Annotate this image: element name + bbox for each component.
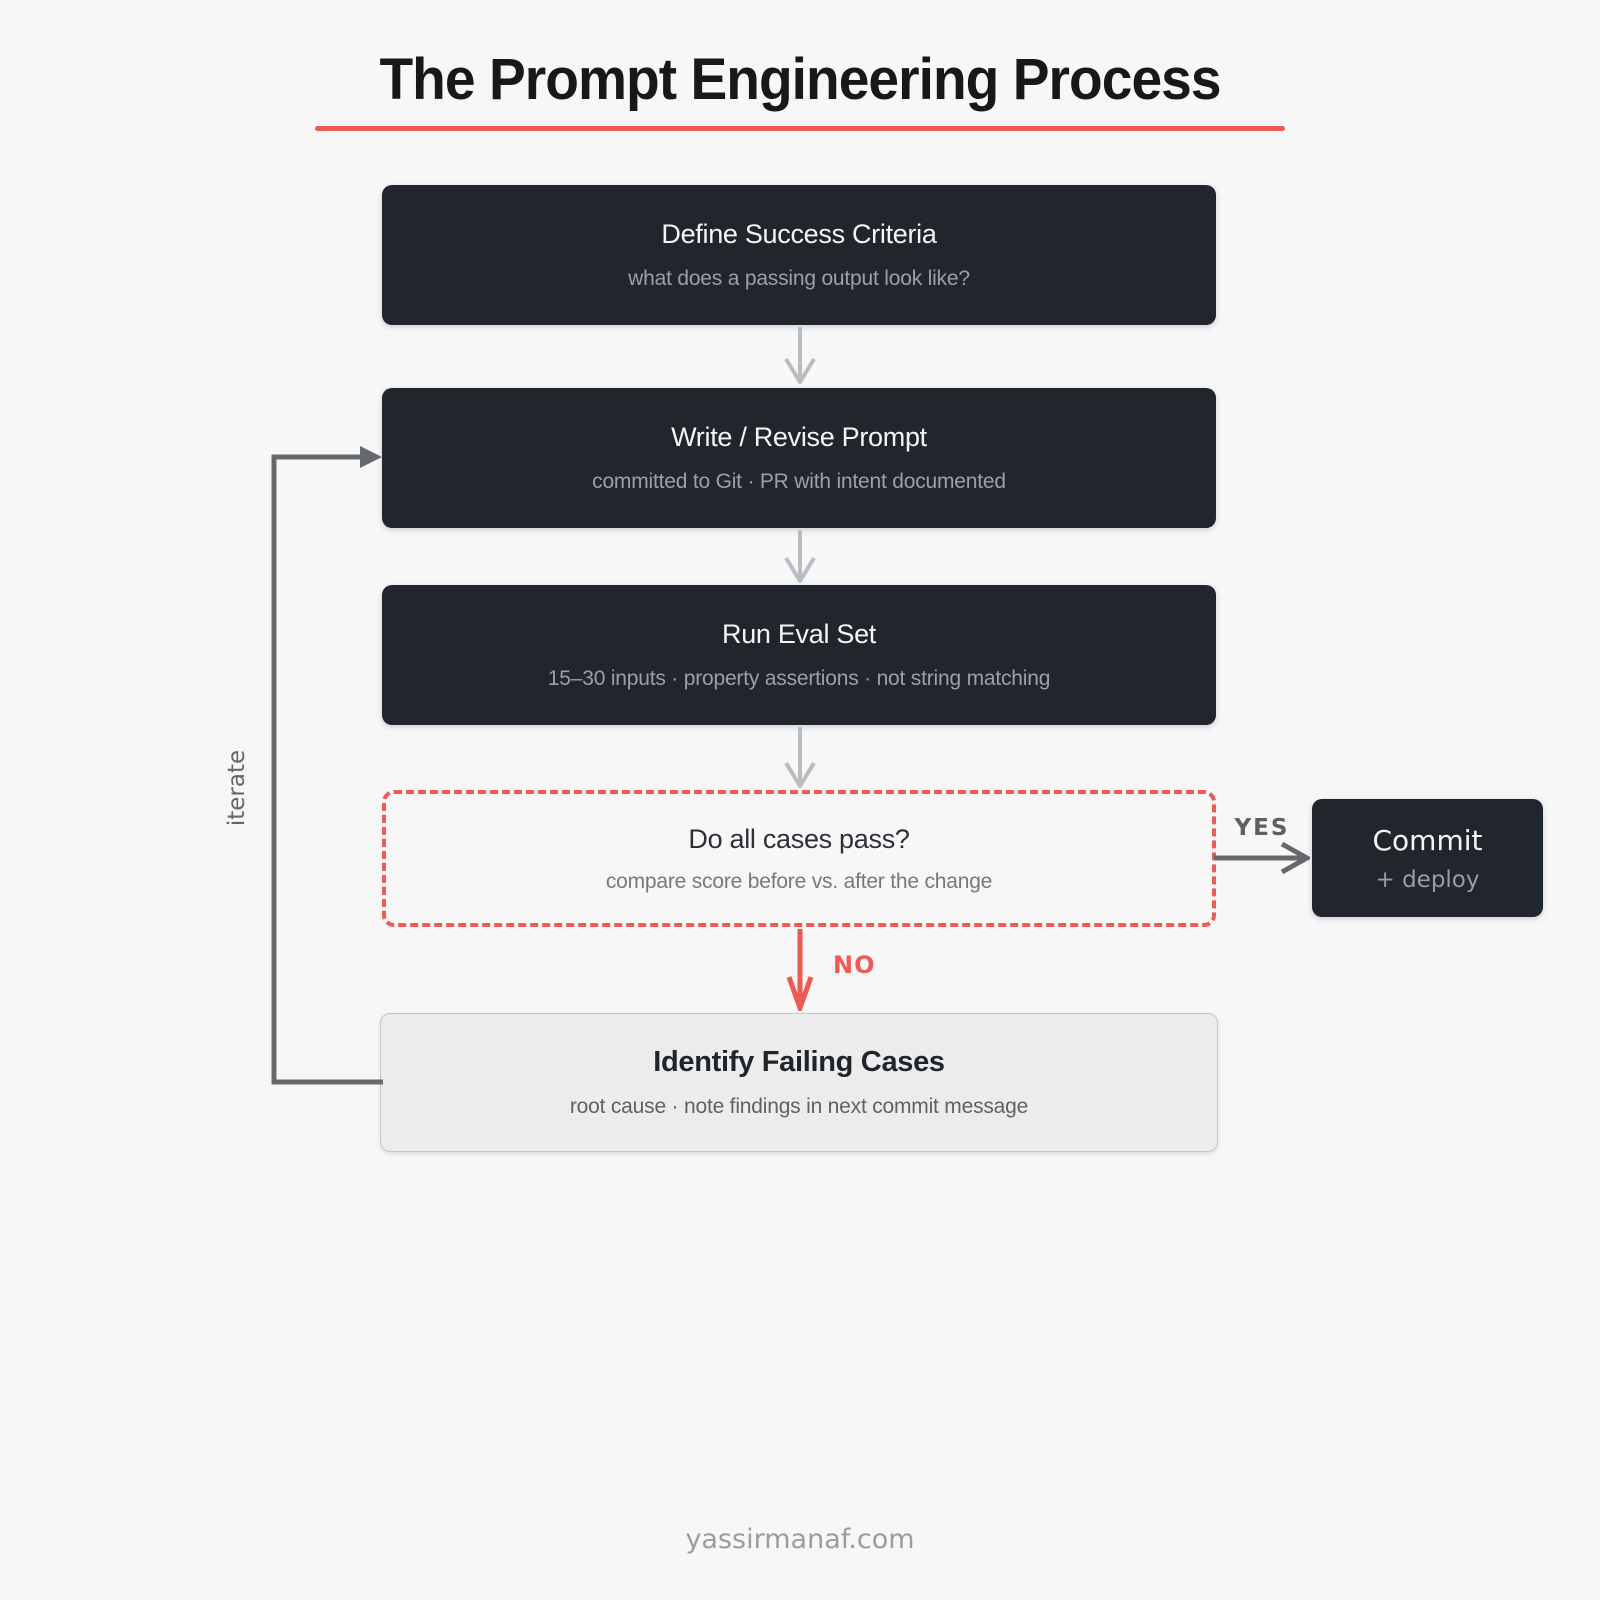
node-title: Commit: [1372, 823, 1483, 857]
down-arrow-icon: [784, 327, 816, 384]
down-arrow-icon: [784, 727, 816, 788]
edge-label-iterate: iterate: [224, 749, 250, 827]
node-define-success-criteria: Define Success Criteria what does a pass…: [382, 185, 1216, 325]
node-run-eval-set: Run Eval Set 15–30 inputs · property ass…: [382, 585, 1216, 725]
edge-label-no: NO: [833, 951, 876, 979]
node-title: Identify Failing Cases: [653, 1046, 945, 1078]
edge-label-yes: YES: [1234, 815, 1290, 841]
node-title: Run Eval Set: [722, 619, 876, 649]
node-title: Define Success Criteria: [661, 219, 937, 249]
node-decision-do-all-cases-pass: Do all cases pass? compare score before …: [382, 790, 1216, 927]
node-title: Write / Revise Prompt: [671, 422, 927, 452]
node-subtitle: what does a passing output look like?: [628, 267, 970, 290]
yes-arrow-icon: [1214, 841, 1310, 875]
title-underline: [315, 126, 1285, 131]
footer-url: yassirmanaf.com: [685, 1524, 915, 1555]
down-arrow-icon: [784, 530, 816, 583]
node-subtitle: root cause · note findings in next commi…: [569, 1095, 1029, 1118]
node-subtitle: 15–30 inputs · property assertions · not…: [547, 667, 1051, 690]
iterate-loop-arrow-icon: [271, 446, 383, 1085]
page-title: The Prompt Engineering Process: [379, 47, 1221, 112]
node-title: Do all cases pass?: [688, 823, 910, 854]
node-subtitle: committed to Git · PR with intent docume…: [592, 470, 1006, 493]
node-subtitle: compare score before vs. after the chang…: [605, 869, 993, 893]
node-write-revise-prompt: Write / Revise Prompt committed to Git ·…: [382, 388, 1216, 528]
no-arrow-icon: [786, 929, 814, 1011]
node-subtitle: + deploy: [1375, 866, 1480, 893]
node-identify-failing-cases: Identify Failing Cases root cause · note…: [380, 1013, 1218, 1152]
node-commit-deploy: Commit + deploy: [1312, 799, 1543, 917]
